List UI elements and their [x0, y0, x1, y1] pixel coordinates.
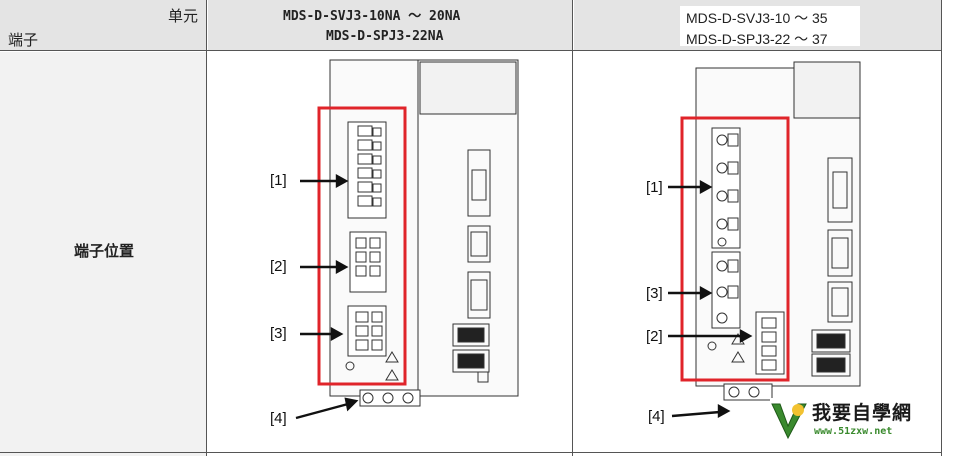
header-unit-label: 单元	[168, 7, 199, 25]
row-label: 端子位置	[74, 242, 135, 260]
header-col2-line1: MDS-D-SVJ3-10 ～ 35	[686, 10, 828, 26]
right-callout-3: [3]	[646, 285, 663, 302]
logo-v-icon	[771, 403, 807, 440]
watermark-url: www.51zxw.net	[814, 426, 893, 437]
right-highlight-box	[680, 116, 790, 382]
right-terminal-block-2	[755, 311, 785, 375]
left-highlight-box	[317, 106, 407, 386]
right-connector-lan1	[811, 329, 851, 353]
watermark-title: 我要自學網	[812, 402, 913, 424]
left-callout-1: [1]	[270, 172, 287, 189]
left-connector-lan2	[452, 349, 490, 373]
header-col1-line1: MDS-D-SVJ3-10NA 〜 20NA	[283, 9, 461, 24]
right-connector-cn	[827, 157, 853, 223]
right-connector-lan2	[811, 353, 851, 377]
left-connector-lan1	[452, 323, 490, 347]
right-top-vent	[793, 61, 861, 119]
grid-line	[941, 0, 942, 456]
left-callout-2: [2]	[270, 258, 287, 275]
left-connector-cn3	[467, 271, 491, 319]
right-warning-icon	[731, 351, 745, 363]
left-callout-3: [3]	[270, 325, 287, 342]
grid-line	[206, 0, 207, 456]
left-callout-4: [4]	[270, 410, 287, 427]
left-warning-icon	[385, 351, 399, 363]
right-connector-cn2	[827, 229, 853, 277]
header-cell-corner	[0, 0, 206, 50]
right-callout-4: [4]	[648, 408, 665, 425]
left-terminal-block-3	[347, 305, 387, 357]
watermark-logo: 我要自學網 www.51zxw.net	[770, 398, 938, 444]
header-terminal-label: 端子	[8, 31, 39, 49]
grid-line	[572, 0, 573, 456]
right-terminal-block-1	[711, 127, 741, 249]
right-connector-cn3	[827, 281, 853, 323]
right-ground-terminals	[723, 383, 773, 401]
row-label-cell	[0, 52, 206, 456]
header-col2-line2: MDS-D-SPJ3-22 ～ 37	[686, 31, 828, 47]
right-callout-2: [2]	[646, 328, 663, 345]
header-cell-col1	[208, 0, 572, 50]
header-col1-line2: MDS-D-SPJ3-22NA	[326, 29, 444, 44]
right-callout-1: [1]	[646, 179, 663, 196]
grid-line	[0, 452, 942, 453]
left-connector-cn2	[467, 225, 491, 263]
terminal-table: 单元 端子 MDS-D-SVJ3-10NA 〜 20NA MDS-D-SPJ3-…	[0, 0, 942, 456]
grid-line	[0, 50, 942, 51]
header-col2-value-bg	[680, 6, 860, 46]
left-warning-icon	[385, 369, 399, 381]
left-connector-cn	[467, 149, 491, 217]
